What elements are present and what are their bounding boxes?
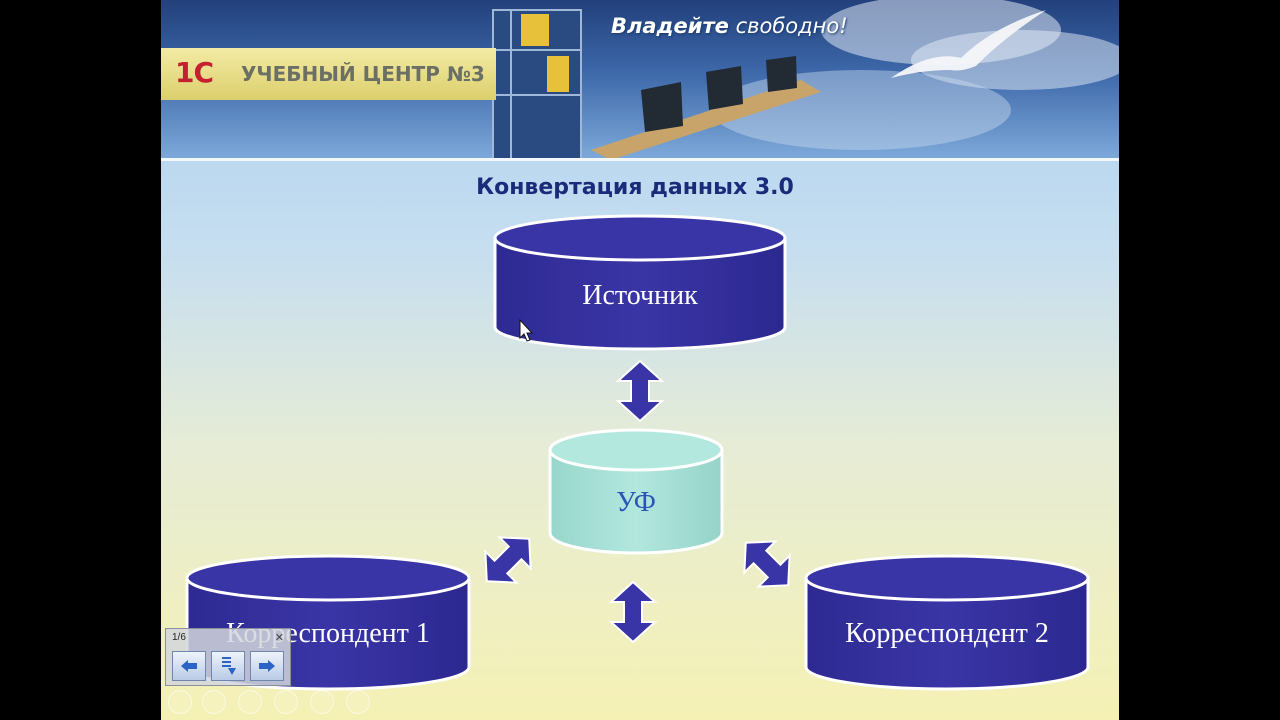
diagram bbox=[185, 214, 1090, 691]
toolbar-options-button[interactable] bbox=[346, 690, 370, 714]
presentation-slide: 1С УЧЕБНЫЙ ЦЕНТР №3 Владейте свободно! К… bbox=[161, 0, 1119, 720]
slide-menu-button[interactable] bbox=[211, 651, 245, 681]
logo-strip bbox=[161, 48, 496, 100]
correspondent-2-label: Корреспондент 2 bbox=[845, 618, 1049, 649]
arrow-left-icon bbox=[181, 660, 197, 672]
correspondent-2-database-cylinder bbox=[804, 554, 1090, 691]
arrow-uf-correspondent-1 bbox=[484, 536, 532, 584]
uf-label: УФ bbox=[616, 487, 656, 518]
arrow-right-icon bbox=[259, 660, 275, 672]
arrow-uf-bottom bbox=[608, 580, 658, 644]
banner-slogan: Владейте свободно! bbox=[611, 14, 848, 38]
mouse-cursor-icon bbox=[519, 318, 534, 342]
uf-database-cylinder bbox=[548, 428, 724, 555]
toolbar-slides-button[interactable] bbox=[274, 690, 298, 714]
arrow-uf-correspondent-2 bbox=[743, 540, 791, 588]
slogan-rest-part: свободно! bbox=[728, 14, 848, 38]
training-center-logo-text: УЧЕБНЫЙ ЦЕНТР №3 bbox=[241, 62, 485, 86]
slide-title: Конвертация данных 3.0 bbox=[476, 175, 794, 200]
toolbar-back-button[interactable] bbox=[168, 690, 192, 714]
arrow-source-uf bbox=[615, 359, 665, 423]
slide-menu-icon bbox=[222, 657, 236, 675]
slogan-bold-part: Владейте bbox=[611, 14, 729, 38]
slide-counter: 1/6 bbox=[172, 632, 186, 643]
toolbar-pen-button[interactable] bbox=[238, 690, 262, 714]
header-banner: 1С УЧЕБНЫЙ ЦЕНТР №3 Владейте свободно! bbox=[161, 0, 1119, 160]
close-icon[interactable]: ✕ bbox=[274, 632, 284, 644]
previous-slide-button[interactable] bbox=[172, 651, 206, 681]
source-label: Источник bbox=[582, 280, 698, 311]
toolbar-forward-button[interactable] bbox=[202, 690, 226, 714]
toolbar-zoom-button[interactable] bbox=[310, 690, 334, 714]
next-slide-button[interactable] bbox=[250, 651, 284, 681]
source-database-cylinder bbox=[493, 214, 787, 351]
slide-navigator: 1/6 ✕ bbox=[165, 628, 291, 686]
logo-1c: 1С bbox=[175, 56, 214, 89]
banner-artwork bbox=[492, 0, 1119, 160]
banner-divider bbox=[161, 158, 1119, 161]
